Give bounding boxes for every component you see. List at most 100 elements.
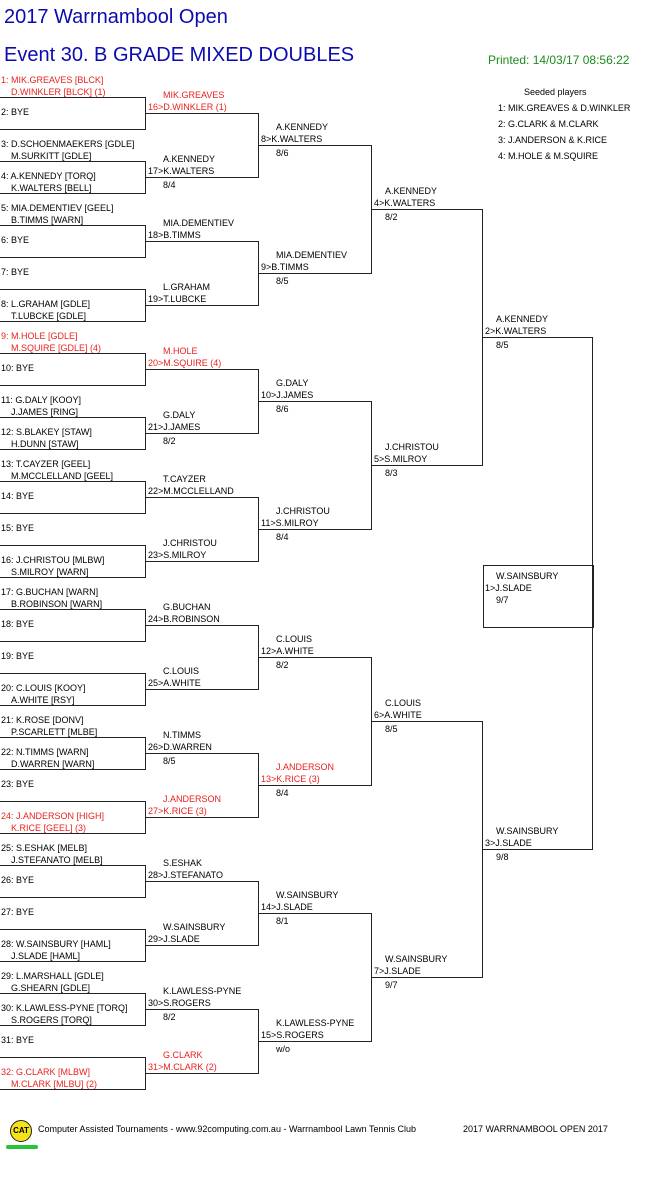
entrant-line2: J.STEFANATO [MELB]	[11, 855, 103, 865]
bracket-line	[0, 353, 146, 354]
entrant-line1: 32: G.CLARK [MLBW]	[1, 1067, 91, 1077]
entrant-line1: 28: W.SAINSBURY [HAML]	[1, 939, 111, 949]
champion-line1: W.SAINSBURY	[496, 571, 559, 581]
entrant-line2: K.RICE [GEEL] (3)	[11, 823, 87, 833]
bracket-line	[0, 1057, 146, 1058]
entrant-line1: 5: MIA.DEMENTIEV [GEEL]	[1, 203, 114, 213]
bracket-line	[0, 833, 146, 834]
bracket-line	[258, 145, 372, 146]
bracket-line	[258, 1041, 372, 1042]
entrant-line2: M.MCCLELLAND [GEEL]	[11, 471, 114, 481]
winner-line1: MIA.DEMENTIEV	[276, 250, 348, 260]
winner-line1: W.SAINSBURY	[163, 922, 226, 932]
entrant-line1: 16: J.CHRISTOU [MLBW]	[1, 555, 105, 565]
entrant-line1: 10: BYE	[1, 363, 35, 373]
winner-line1: T.CAYZER	[163, 474, 206, 484]
match-score: 8/2	[163, 436, 176, 446]
bracket-line	[145, 433, 259, 434]
entrant-line1: 31: BYE	[1, 1035, 35, 1045]
bracket-line	[0, 641, 146, 642]
entrant-line1: 26: BYE	[1, 875, 35, 885]
match-score: 8/5	[276, 276, 289, 286]
winner-line2: 2>K.WALTERS	[485, 326, 547, 336]
match-score: 8/5	[496, 340, 509, 350]
bracket-line	[0, 417, 146, 418]
footer-event: 2017 WARRNAMBOOL OPEN 2017	[463, 1124, 608, 1134]
winner-line2: 9>B.TIMMS	[261, 262, 309, 272]
entrant-line1: 15: BYE	[1, 523, 35, 533]
bracket-line	[0, 929, 146, 930]
match-score: 8/6	[276, 148, 289, 158]
bracket-line	[482, 849, 593, 850]
winner-line2: 28>J.STEFANATO	[148, 870, 223, 880]
entrant-line1: 23: BYE	[1, 779, 35, 789]
winner-line2: 14>J.SLADE	[261, 902, 313, 912]
winner-line2: 26>D.WARREN	[148, 742, 212, 752]
winner-line2: 7>J.SLADE	[374, 966, 421, 976]
winner-line1: A.KENNEDY	[385, 186, 438, 196]
bracket-line	[258, 913, 372, 914]
bracket-line	[0, 97, 146, 98]
winner-line2: 4>K.WALTERS	[374, 198, 436, 208]
winner-line1: M.HOLE	[163, 346, 198, 356]
winner-line1: G.CLARK	[163, 1050, 203, 1060]
entrant-line2: D.WARREN [WARN]	[11, 759, 95, 769]
winner-line2: 8>K.WALTERS	[261, 134, 323, 144]
bracket-line	[0, 193, 146, 194]
final-score: 9/7	[496, 595, 509, 605]
winner-line1: K.LAWLESS-PYNE	[163, 986, 242, 996]
winner-line2: 24>B.ROBINSON	[148, 614, 220, 624]
entrant-line2: P.SCARLETT [MLBE]	[11, 727, 98, 737]
bracket-line	[0, 1089, 146, 1090]
winner-line2: 29>J.SLADE	[148, 934, 200, 944]
entrant-line2: D.WINKLER [BLCK] (1)	[11, 87, 106, 97]
entrant-line1: 6: BYE	[1, 235, 30, 245]
bracket-line	[258, 273, 372, 274]
bracket-line	[145, 753, 259, 754]
winner-line2: 5>S.MILROY	[374, 454, 428, 464]
winner-line1: N.TIMMS	[163, 730, 201, 740]
winner-line2: 6>A.WHITE	[374, 710, 422, 720]
winner-line2: 13>K.RICE (3)	[261, 774, 320, 784]
winner-line2: 11>S.MILROY	[261, 518, 319, 528]
bracket-line	[371, 465, 483, 466]
winner-line1: W.SAINSBURY	[496, 826, 559, 836]
bracket-line	[145, 1073, 259, 1074]
winner-line1: L.GRAHAM	[163, 282, 211, 292]
entrant-line1: 1: MIK.GREAVES [BLCK]	[1, 75, 104, 85]
winner-line2: 17>K.WALTERS	[148, 166, 215, 176]
entrant-line1: 2: BYE	[1, 107, 30, 117]
bracket-line	[0, 481, 146, 482]
match-score: 8/1	[276, 916, 289, 926]
winner-line1: K.LAWLESS-PYNE	[276, 1018, 355, 1028]
entrant-line1: 21: K.ROSE [DONV]	[1, 715, 84, 725]
bracket-line	[145, 241, 259, 242]
winner-line1: MIA.DEMENTIEV	[163, 218, 235, 228]
bracket-line	[0, 769, 146, 770]
footer-credit: Computer Assisted Tournaments - www.92co…	[38, 1124, 417, 1134]
winner-line1: G.BUCHAN	[163, 602, 211, 612]
winner-line2: 10>J.JAMES	[261, 390, 314, 400]
event-title: Event 30. B GRADE MIXED DOUBLES	[4, 44, 355, 66]
entrant-line2: J.SLADE [HAML]	[11, 951, 81, 961]
entrant-line1: 24: J.ANDERSON [HIGH]	[1, 811, 105, 821]
entrant-line1: 14: BYE	[1, 491, 35, 501]
bracket-line	[145, 177, 259, 178]
winner-line2: 20>M.SQUIRE (4)	[148, 358, 222, 368]
printed-timestamp: Printed: 14/03/17 08:56:22	[488, 53, 630, 67]
entrant-line2: J.JAMES [RING]	[11, 407, 79, 417]
winner-line2: 18>B.TIMMS	[148, 230, 201, 240]
winner-line2: 3>J.SLADE	[485, 838, 532, 848]
bracket-line	[145, 1009, 259, 1010]
bracket-line	[371, 721, 483, 722]
match-score: 8/3	[385, 468, 398, 478]
bracket-line	[258, 785, 372, 786]
winner-line2: 12>A.WHITE	[261, 646, 314, 656]
winner-line1: C.LOUIS	[385, 698, 422, 708]
bracket-line	[0, 225, 146, 226]
bracket-line	[0, 801, 146, 802]
entrant-line2: G.SHEARN [GDLE]	[11, 983, 91, 993]
match-score: 8/6	[276, 404, 289, 414]
entrant-line1: 7: BYE	[1, 267, 30, 277]
bracket-line	[0, 161, 146, 162]
